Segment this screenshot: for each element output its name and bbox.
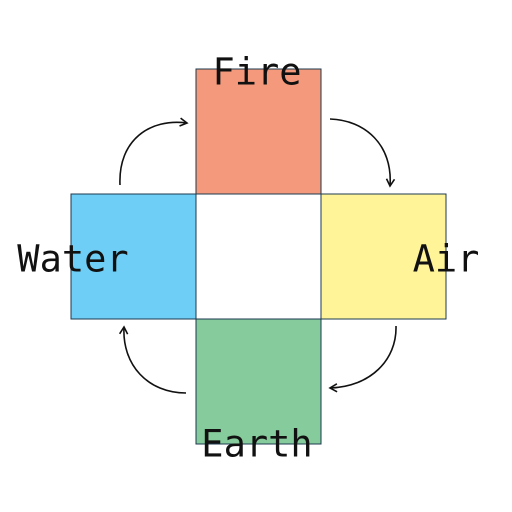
fire-square bbox=[195, 68, 322, 195]
earth-label: Earth bbox=[201, 422, 313, 466]
arrow-earth-to-water bbox=[118, 325, 187, 394]
fire-label: Fire bbox=[212, 50, 302, 94]
earth-square bbox=[195, 318, 322, 445]
arrow-water-to-fire bbox=[119, 117, 189, 186]
arrow-air-to-earth bbox=[328, 325, 397, 393]
air-square bbox=[320, 193, 447, 320]
center-square bbox=[195, 193, 322, 320]
arrow-fire-to-air bbox=[329, 118, 396, 188]
air-label: Air bbox=[412, 237, 480, 281]
water-label: Water bbox=[17, 237, 129, 281]
water-square bbox=[70, 193, 197, 320]
